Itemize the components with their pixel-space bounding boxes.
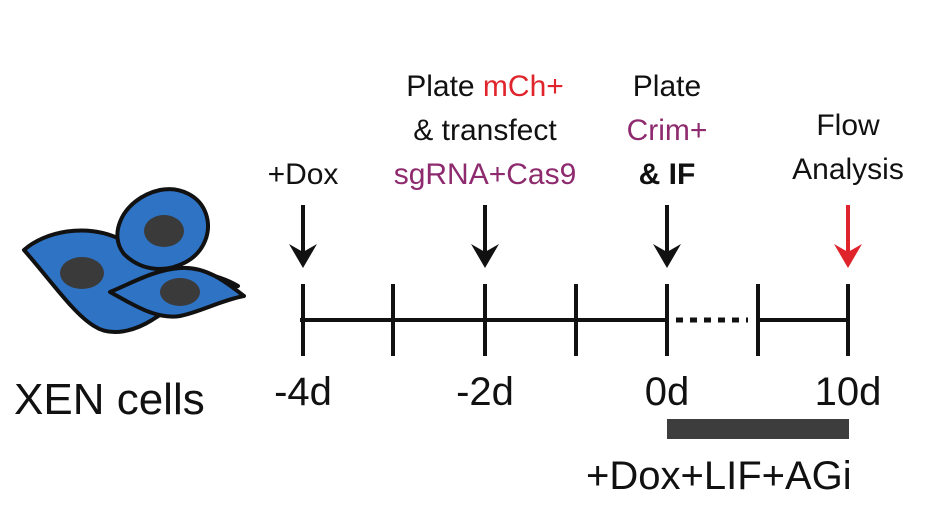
nuclei	[60, 215, 200, 306]
event-label-segment: Plate	[632, 70, 702, 103]
nucleus-bottom	[160, 278, 200, 306]
event-label-line: +Dox	[193, 153, 413, 197]
arrow-transfect	[471, 205, 499, 268]
day-label: 0d	[644, 370, 690, 414]
arrow-dox	[289, 205, 317, 268]
event-label-line: Crim+	[567, 109, 767, 153]
event-label-segment: sgRNA+Cas9	[393, 158, 577, 191]
event-label-line: Analysis	[758, 148, 938, 192]
nucleus-top	[144, 215, 184, 247]
event-label-line: & transfect	[355, 109, 615, 153]
event-label-segment: & IF	[638, 158, 696, 191]
arrow-flow-analysis	[834, 205, 862, 268]
day-label: 10d	[814, 370, 882, 414]
event-label-line: Plate mCh+	[355, 65, 615, 109]
tick-marks	[301, 284, 850, 356]
day-label: -2d	[456, 370, 514, 414]
event-label-segment: Analysis	[792, 153, 904, 186]
event-label-segment: & transfect	[413, 114, 557, 147]
event-label-line: Flow	[758, 104, 938, 148]
event-label-transfect: Plate mCh+ & transfect sgRNA+Cas9	[355, 65, 615, 197]
treatment-label: +Dox+LIF+AGi	[586, 454, 852, 498]
arrow-plate-crim	[653, 205, 681, 268]
nucleus-left	[60, 257, 104, 289]
event-label-segment: Plate	[406, 70, 483, 103]
event-label-dox: +Dox	[193, 153, 413, 197]
event-label-line: & IF	[567, 153, 767, 197]
cells-label: XEN cells	[14, 375, 205, 424]
event-label-segment: Flow	[816, 109, 880, 142]
event-label-line: Plate	[567, 65, 767, 109]
event-label-segment: mCh+	[482, 70, 564, 103]
day-label: -4d	[274, 370, 332, 414]
event-label-line: sgRNA+Cas9	[355, 153, 615, 197]
event-label-segment: +Dox	[267, 158, 339, 191]
treatment-bar	[667, 419, 849, 439]
event-label-segment: Crim+	[626, 114, 708, 147]
